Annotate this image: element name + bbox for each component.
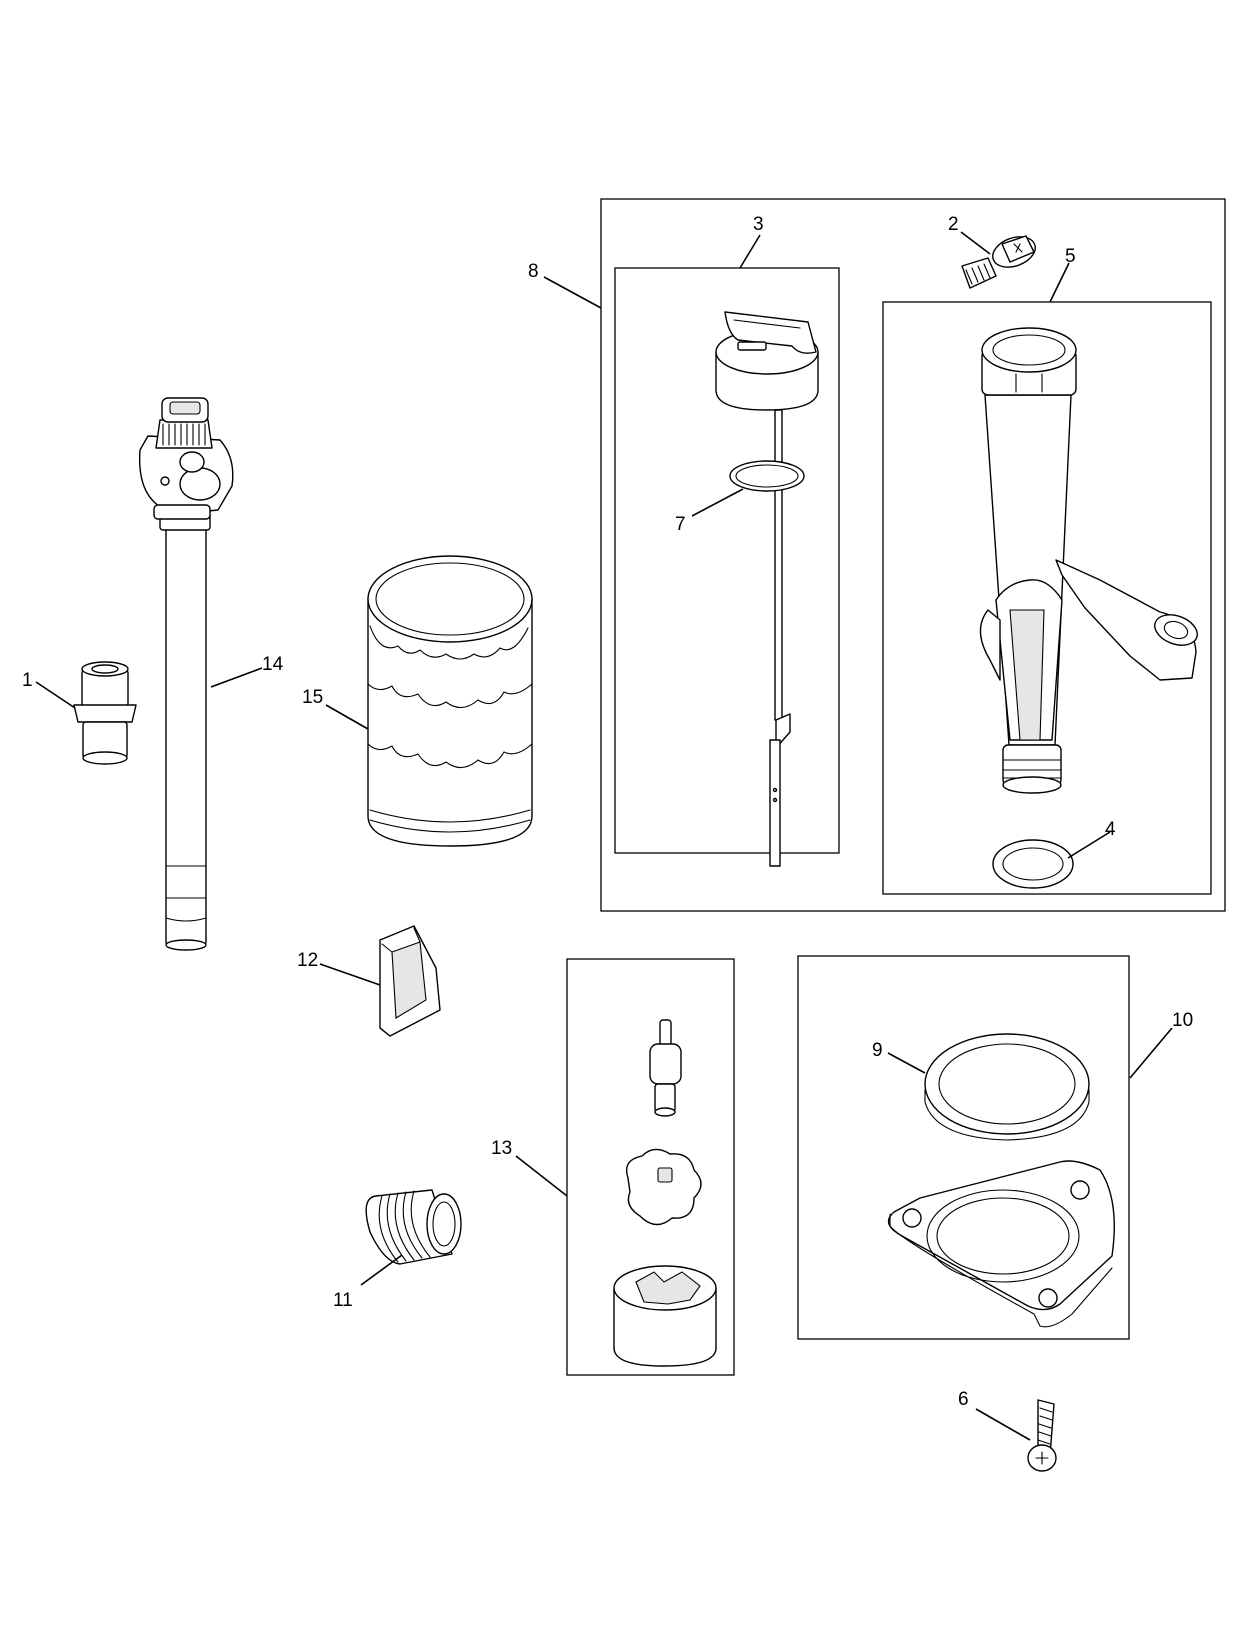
- callout-8: 8: [528, 261, 539, 282]
- group-box-13: [566, 958, 735, 1376]
- leader-4: [1067, 831, 1111, 859]
- check-valve-plate: [379, 925, 441, 1037]
- leader-15: [325, 704, 369, 730]
- leader-10: [1129, 1027, 1173, 1079]
- leader-2: [960, 231, 991, 255]
- leader-3: [739, 234, 761, 269]
- group-box-8: [600, 198, 1226, 912]
- leader-9: [887, 1052, 926, 1074]
- oil-filter: [367, 555, 533, 847]
- flange-screw: [961, 235, 1036, 289]
- callout-4: 4: [1105, 819, 1116, 840]
- callout-3: 3: [753, 214, 764, 235]
- hose-fitting: [73, 661, 137, 765]
- callout-15: 15: [302, 687, 323, 708]
- callout-9: 9: [872, 1040, 883, 1061]
- group-box-10: [797, 955, 1130, 1340]
- seal-ring: [924, 1033, 1090, 1141]
- group-box-3: [614, 267, 840, 854]
- leader-14: [210, 667, 263, 688]
- callout-7: 7: [675, 514, 686, 535]
- leader-8: [543, 276, 602, 309]
- leader-7: [691, 488, 744, 517]
- callout-6: 6: [958, 1389, 969, 1410]
- leader-6: [975, 1408, 1031, 1441]
- callout-11: 11: [333, 1290, 353, 1311]
- callout-10: 10: [1172, 1010, 1193, 1031]
- leader-11: [360, 1254, 403, 1286]
- self-tapping-screw: [1027, 1399, 1057, 1472]
- dipstick-with-cap: [715, 311, 819, 867]
- callout-13: 13: [491, 1138, 512, 1159]
- leader-13: [515, 1155, 568, 1197]
- oil-pump-shaft: [649, 1019, 682, 1117]
- leader-12: [319, 963, 381, 986]
- oil-pump-outer-rotor: [613, 1265, 717, 1367]
- callout-2: 2: [948, 214, 959, 235]
- leader-5: [1049, 262, 1070, 303]
- callout-5: 5: [1065, 246, 1076, 267]
- oil-pump-cover: [887, 1160, 1115, 1328]
- group-box-5: [882, 301, 1212, 895]
- leader-1: [35, 681, 76, 709]
- oil-fill-tube: [979, 327, 1198, 794]
- oil-pump-inner-rotor: [625, 1148, 702, 1226]
- callout-12: 12: [297, 950, 318, 971]
- fill-tube-with-valve: [138, 397, 234, 951]
- fill-tube-gasket: [992, 839, 1074, 889]
- threaded-nipple: [365, 1189, 462, 1265]
- callout-14: 14: [262, 654, 284, 675]
- callout-1: 1: [22, 670, 33, 691]
